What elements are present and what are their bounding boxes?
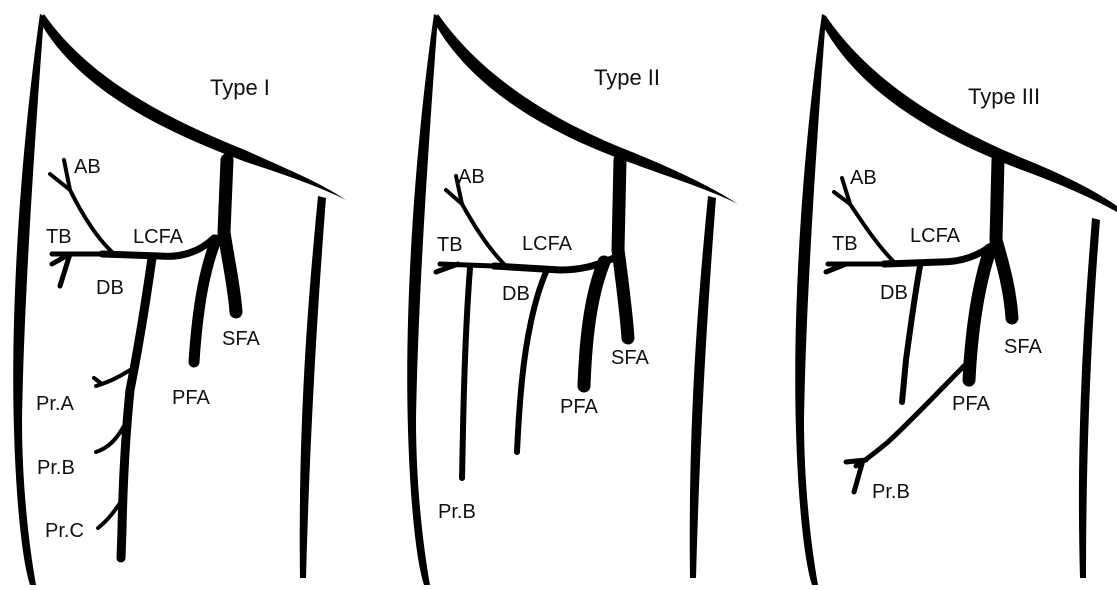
label-sfa: SFA [1004,336,1042,358]
label-pfa: PFA [560,396,598,418]
label-db: DB [502,283,530,305]
label-ab: AB [850,167,877,189]
tb-vessel [52,254,102,286]
thigh-outline-left [795,14,826,585]
lcfa-vessel [494,258,614,270]
panel-title: Type II [594,65,660,90]
thigh-outline-right [690,196,716,578]
label-pfa: PFA [172,387,210,409]
panel-type-2: Type II AB TB LCFA DB SFA PFA Pr.B [407,14,738,585]
lcfa-vessel [884,244,994,264]
label-lcfa: LCFA [910,225,961,247]
label-tb: TB [46,226,72,248]
label-db: DB [880,282,908,304]
panel-title: Type I [210,75,270,100]
thigh-outline-left [407,14,438,585]
panel-type-1: Type I AB TB LCFA DB SFA PFA Pr.A Pr.B P… [13,14,346,585]
label-tb: TB [832,233,858,255]
label-pr-a: Pr.A [36,393,74,415]
pfa-vessel [194,240,216,362]
panel-title: Type III [968,84,1040,109]
perforator-a-vessel [94,370,130,386]
sfa-vessel [224,160,236,312]
perforator-b-vessel [96,426,124,452]
label-sfa: SFA [222,328,260,350]
label-pr-b: Pr.B [37,457,75,479]
thigh-outline-right [300,196,326,578]
thigh-outline-left [13,14,44,585]
label-ab: AB [74,156,101,178]
label-pr-c: Pr.C [45,520,84,542]
pfa-vessel [584,262,604,386]
label-pfa: PFA [952,393,990,415]
label-ab: AB [458,166,485,188]
label-db: DB [96,277,124,299]
label-lcfa: LCFA [522,233,573,255]
db-vessel [121,258,152,558]
panel-type-3: Type III AB TB LCFA DB SFA PFA Pr.B [795,14,1117,585]
prb-vessel [846,362,968,492]
label-tb: TB [437,234,463,256]
label-pr-b: Pr.B [872,481,910,503]
label-sfa: SFA [611,347,649,369]
label-pr-b: Pr.B [438,501,476,523]
thigh-outline-right [1079,218,1100,578]
sfa-vessel [996,160,1012,318]
sfa-vessel [618,160,628,338]
label-lcfa: LCFA [133,226,184,248]
tb-vessel [826,264,884,272]
pfa-vessel [969,250,990,380]
tb-vessel [436,264,494,272]
prb-vessel [462,268,470,478]
